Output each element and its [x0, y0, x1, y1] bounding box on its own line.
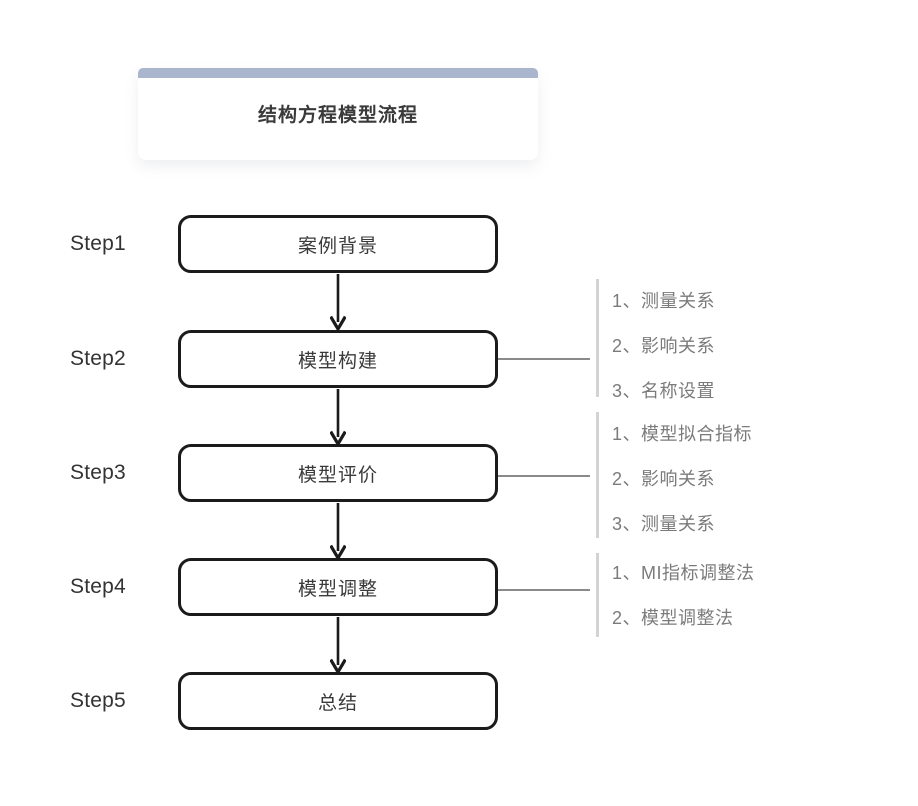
step-label-3: Step3 — [70, 461, 126, 484]
connector-step3 — [498, 475, 590, 477]
arrow-step3-step4 — [330, 503, 346, 560]
note-divider-step2 — [596, 279, 599, 397]
note-item-step4-1: 1、MI指标调整法 — [612, 563, 755, 583]
note-item-step3-1: 1、模型拟合指标 — [612, 424, 753, 444]
header-card — [138, 68, 538, 160]
arrow-step1-step2 — [330, 274, 346, 331]
note-item-step2-3: 3、名称设置 — [612, 381, 716, 401]
arrow-step4-step5 — [330, 617, 346, 674]
arrow-step2-step3 — [330, 389, 346, 446]
note-item-step2-2: 2、影响关系 — [612, 336, 716, 356]
step-box-1[interactable]: 案例背景 — [178, 215, 498, 273]
step-label-4: Step4 — [70, 575, 126, 598]
step-box-2[interactable]: 模型构建 — [178, 330, 498, 388]
note-item-step3-2: 2、影响关系 — [612, 469, 716, 489]
note-item-step3-3: 3、测量关系 — [612, 514, 716, 534]
note-divider-step3 — [596, 412, 599, 538]
connector-step4 — [498, 589, 590, 591]
step-box-text-2: 模型构建 — [297, 350, 378, 372]
page-title: 结构方程模型流程 — [257, 105, 418, 126]
step-box-3[interactable]: 模型评价 — [178, 444, 498, 502]
note-item-step4-2: 2、模型调整法 — [612, 608, 734, 628]
note-divider-step4 — [596, 553, 599, 637]
note-item-step2-1: 1、测量关系 — [612, 291, 716, 311]
step-label-1: Step1 — [70, 232, 126, 255]
step-box-text-3: 模型评价 — [297, 464, 378, 486]
step-box-text-5: 总结 — [317, 692, 358, 714]
header-accent-bar — [138, 68, 538, 78]
step-box-5[interactable]: 总结 — [178, 672, 498, 730]
step-label-5: Step5 — [70, 689, 126, 712]
step-box-text-1: 案例背景 — [297, 235, 378, 257]
step-box-4[interactable]: 模型调整 — [178, 558, 498, 616]
step-box-text-4: 模型调整 — [297, 578, 378, 600]
step-label-2: Step2 — [70, 347, 126, 370]
connector-step2 — [498, 358, 590, 360]
